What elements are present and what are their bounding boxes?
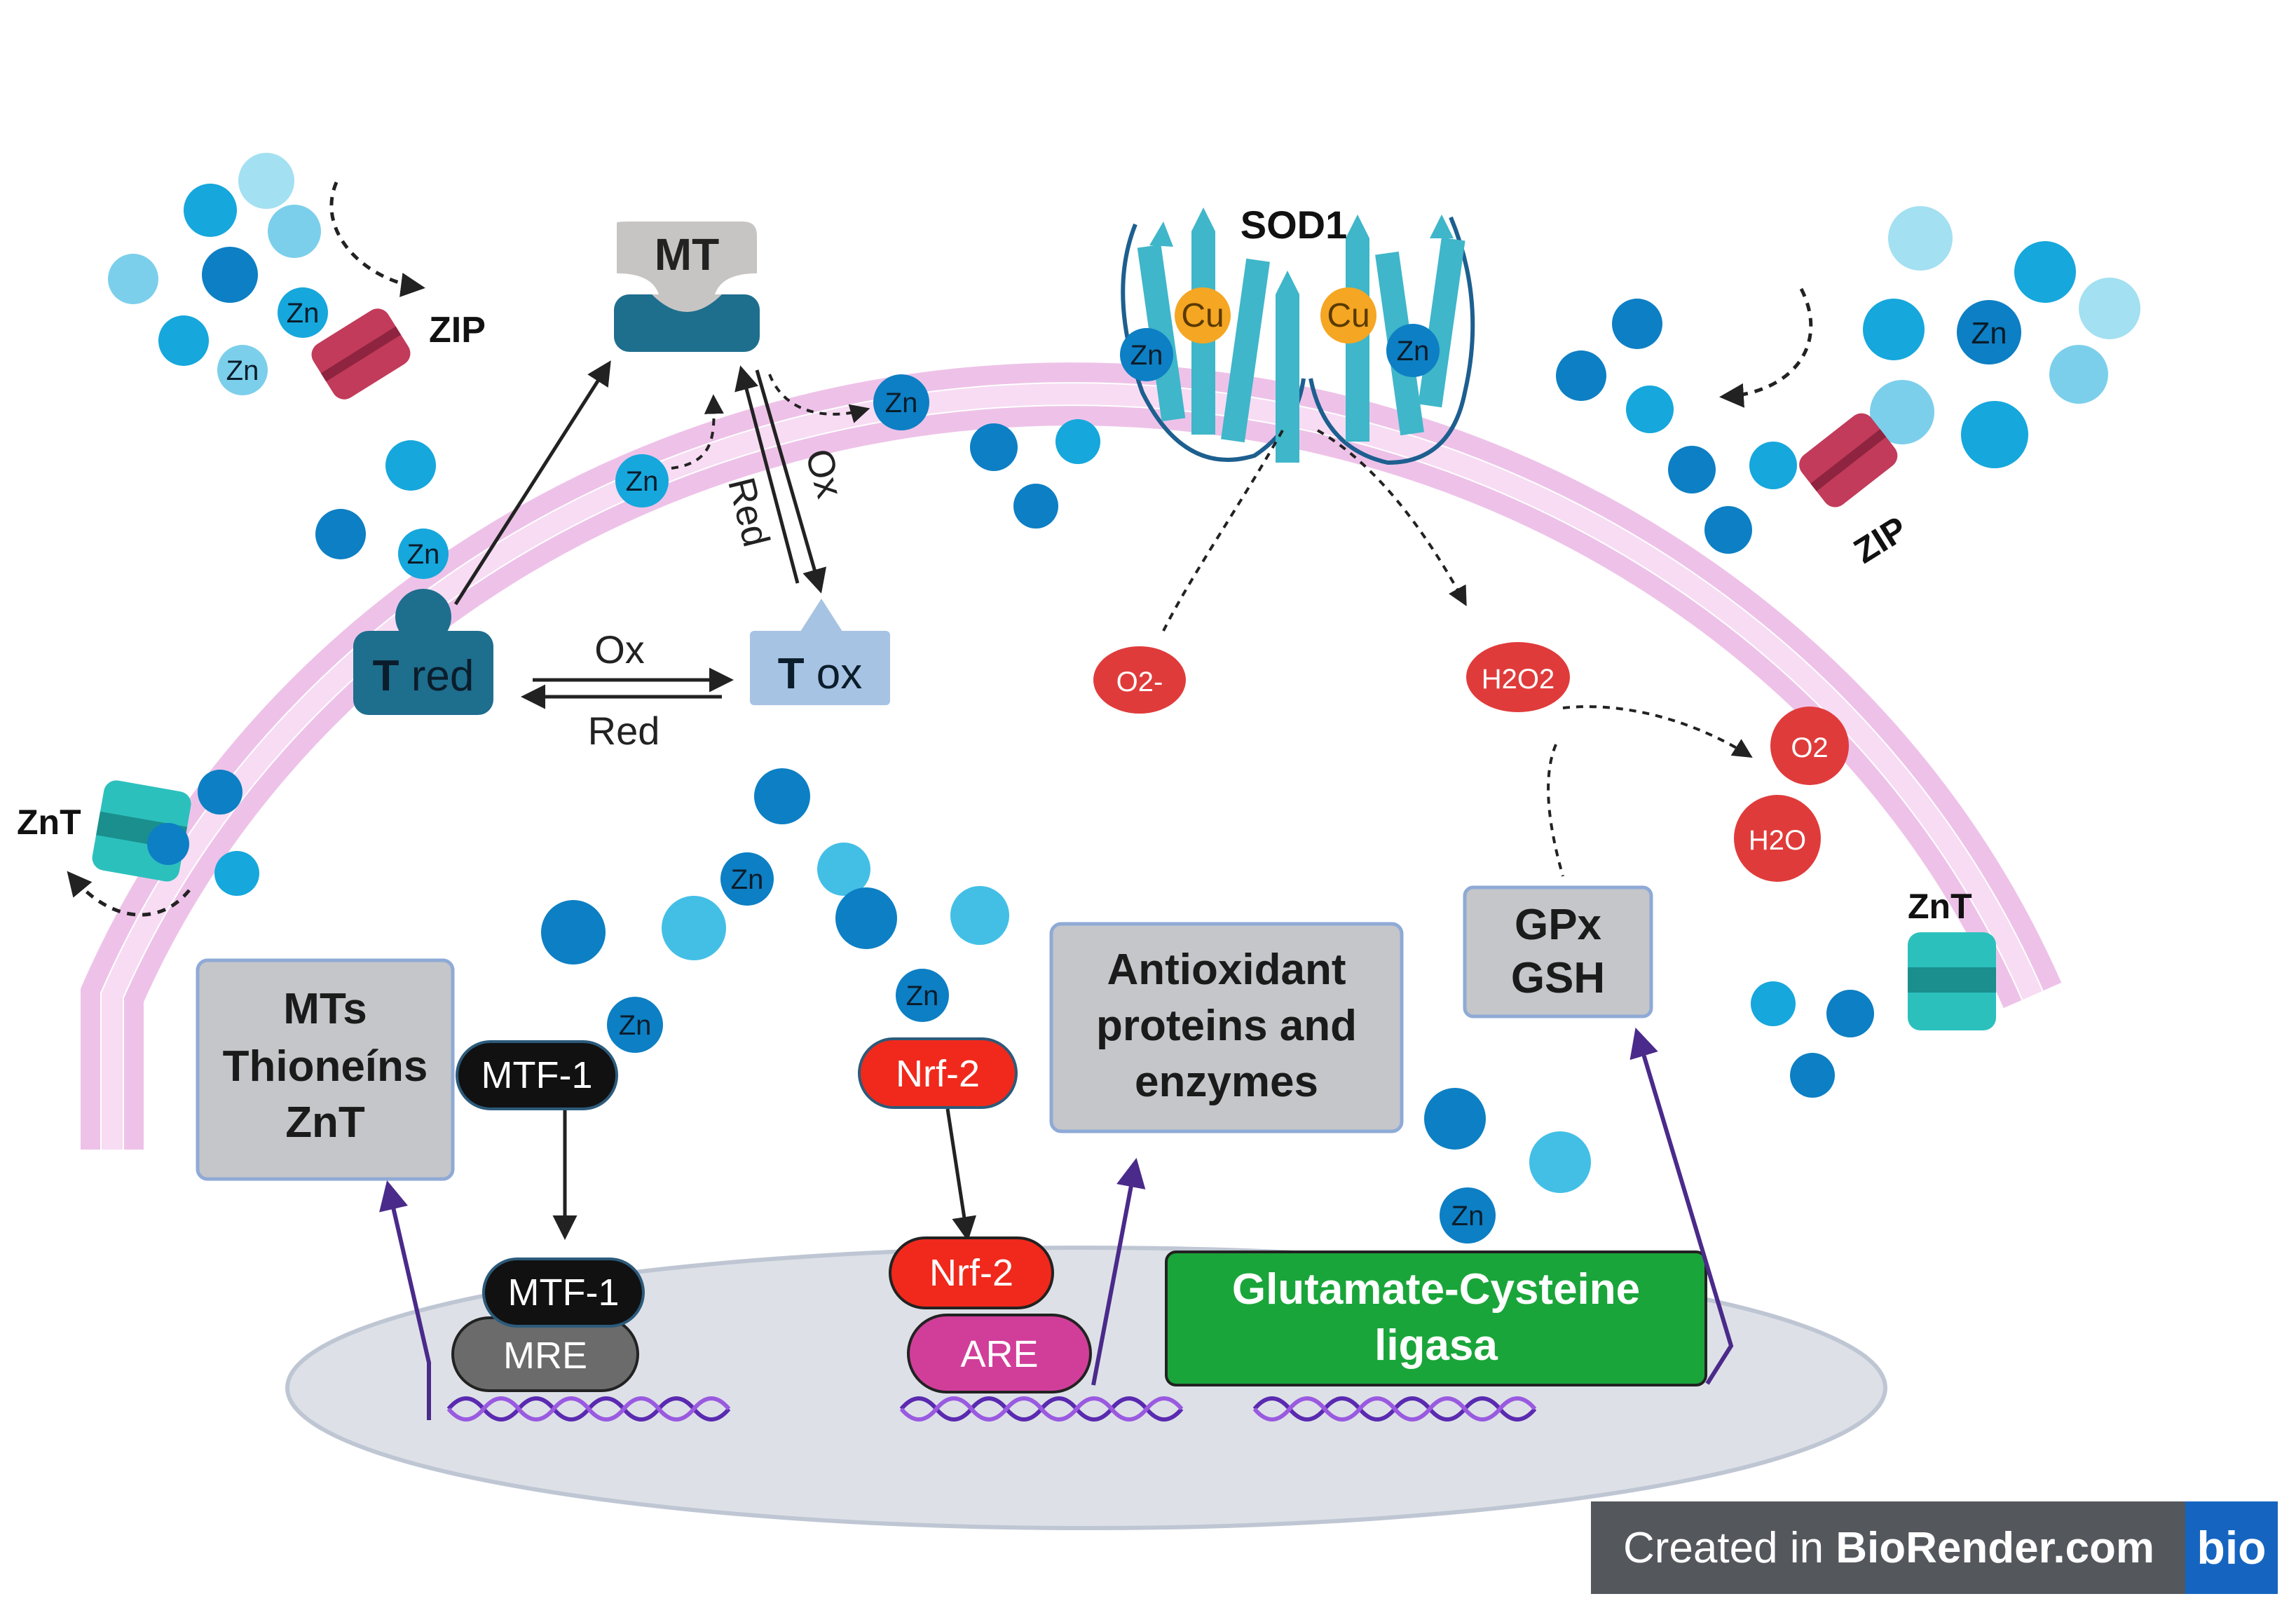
mt-label: MT [655, 229, 719, 280]
superoxide [1093, 646, 1186, 714]
t-red-label: T red [373, 652, 474, 700]
znt-label-left: ZnT [17, 803, 81, 842]
sod1-enzyme: SOD1 Cu Cu Zn Zn [1120, 203, 1475, 465]
are-label: ARE [960, 1333, 1038, 1375]
antioxidant-line2: proteins and [1096, 1002, 1357, 1050]
zn-label: Zn [1397, 336, 1430, 367]
zip-transporter-right [1799, 413, 1898, 507]
red-label-vertical: Red [720, 473, 777, 551]
superoxide-label: O2- [1116, 667, 1163, 697]
nrf2-nuclear-label: Nrf-2 [929, 1252, 1013, 1294]
zn-label: Zn [1130, 340, 1163, 371]
znt-transporter-right [1908, 932, 1996, 1030]
antioxidant-line3: enzymes [1135, 1058, 1318, 1106]
cell-membrane [81, 362, 2062, 1150]
zn-label: Zn [407, 539, 440, 570]
antioxidant-line1: Antioxidant [1107, 946, 1346, 994]
zinc-cluster-left: Zn Zn [108, 153, 328, 395]
ox-label-vertical: Ox [797, 444, 851, 503]
water-label: H2O [1749, 825, 1806, 856]
zn-label: Zn [906, 981, 939, 1011]
hydrogen-peroxide [1466, 642, 1570, 712]
zn-label: Zn [731, 864, 764, 895]
cu-label: Cu [1181, 297, 1224, 334]
zn-label: Zn [619, 1010, 652, 1041]
mt-protein: MT [614, 222, 760, 352]
znt-box-label: ZnT [285, 1098, 365, 1147]
mtf1-label: MTF-1 [481, 1054, 593, 1096]
t-ox-label: T ox [778, 650, 863, 698]
cu-label: Cu [1327, 297, 1369, 334]
oxygen [1770, 707, 1849, 785]
dna-strands [446, 1396, 1537, 1422]
zn-label: Zn [1451, 1201, 1484, 1232]
gcl-line2: ligasa [1374, 1321, 1498, 1370]
zn-label: Zn [1971, 316, 2007, 350]
zinc-cluster-right: Zn [1556, 206, 2140, 554]
nrf2-cytosolic: Nrf-2 [858, 1037, 1018, 1109]
biorender-badge[interactable]: Created in BioRender.com bio [1591, 1501, 2278, 1594]
sod1-label: SOD1 [1241, 203, 1348, 247]
oxygen-label: O2 [1791, 732, 1828, 763]
gpx-gsh-box: GPx GSH [1463, 885, 1653, 1018]
peroxide-label: H2O2 [1482, 664, 1555, 695]
mtf1-nuclear: MRE MTF-1 [451, 1258, 645, 1392]
badge-text: Created in BioRender.com [1623, 1523, 2155, 1572]
t-red-protein: T red [353, 589, 493, 715]
thioneins-label: Thioneíns [223, 1042, 428, 1091]
ox-label: Ox [594, 627, 645, 672]
zinc-cytosol: Zn Zn Zn Zn [541, 768, 1591, 1243]
zip-label-right: ZIP [1847, 509, 1914, 571]
gsh-label: GSH [1511, 954, 1605, 1002]
antioxidant-box: Antioxidant proteins and enzymes [1049, 922, 1404, 1133]
nrf2-label: Nrf-2 [896, 1053, 980, 1095]
gcl-line1: Glutamate-Cysteine [1232, 1265, 1640, 1314]
zn-label: Zn [626, 466, 659, 497]
znt-label-right: ZnT [1908, 887, 1972, 926]
cu-ion [1320, 287, 1376, 343]
zn-label: Zn [226, 355, 259, 386]
cu-ion [1175, 287, 1231, 343]
mts-label: MTs [283, 985, 367, 1033]
zip-label-left: ZIP [429, 310, 486, 350]
mre-label: MRE [503, 1335, 587, 1377]
zn-label: Zn [885, 388, 918, 418]
expression-arrows [379, 1027, 1734, 1420]
nrf2-nuclear: ARE Nrf-2 [889, 1236, 1092, 1393]
mtf1-nuclear-label: MTF-1 [508, 1272, 620, 1314]
glutamate-cysteine-ligase-box: Glutamate-Cysteine ligasa [1165, 1251, 1707, 1386]
water [1734, 795, 1821, 882]
t-ox-protein: T ox [750, 599, 890, 705]
mtf1-cytosolic: MTF-1 [456, 1040, 618, 1110]
zip-transporter-left [311, 308, 411, 400]
gpx-label: GPx [1515, 901, 1602, 949]
mts-thioneins-znt-box: MTs Thioneíns ZnT [196, 958, 455, 1181]
red-label: Red [588, 709, 660, 753]
zn-label: Zn [287, 298, 320, 329]
zn-ion [278, 287, 328, 338]
biorender-logo-icon: bio [2185, 1501, 2278, 1594]
zn-ion [217, 345, 268, 395]
